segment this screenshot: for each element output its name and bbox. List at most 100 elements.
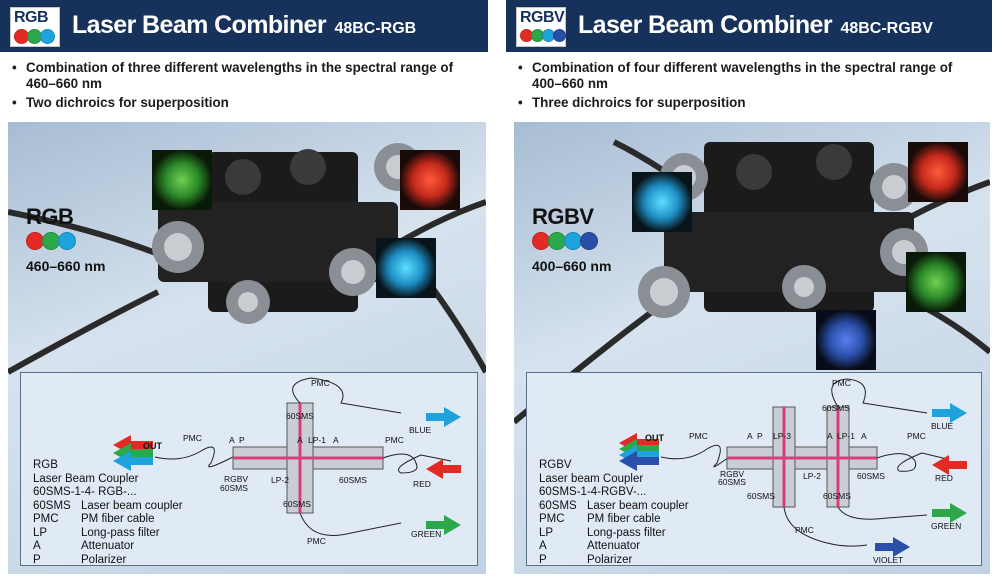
a1-label: A (747, 431, 753, 441)
rgb-schematic: OUT PMC 60SMS PMC A P A LP-1 A PMC RGBV … (20, 372, 478, 566)
legend-key: A (539, 540, 547, 552)
p1-label: P (757, 431, 763, 441)
blue-label: BLUE (409, 425, 432, 435)
blue-label: BLUE (931, 421, 954, 431)
green-input-arrow (426, 515, 461, 535)
red-beam-spot (908, 142, 968, 202)
legend-key: 60SMS (33, 499, 71, 512)
legend-key: 60SMS (539, 499, 577, 512)
rgb-feature-1: Combination of three different wavelengt… (12, 60, 478, 92)
blue-beam-spot (376, 238, 436, 298)
blue-dot-icon (58, 232, 76, 250)
a1-label: A (229, 435, 235, 445)
a2-label: A (827, 431, 833, 441)
green-input-arrow (932, 503, 967, 523)
legend-key: LP (33, 526, 48, 539)
rgbv-header: RGBV Laser Beam Combiner 48BC-RGBV (506, 0, 992, 52)
rgbv-schematic: OUT PMC 60SMS PMC A P LP-3 A LP-1 A PMC … (526, 372, 982, 566)
a3-label: A (861, 431, 867, 441)
sms-left-label: 60SMS (718, 477, 746, 487)
pmc-right-label: PMC (907, 431, 926, 441)
rgbv-side-code: RGBV (532, 204, 594, 229)
legend-row: A Attenuator (539, 540, 689, 554)
rgb-product-photo: RGB 460–660 nm (8, 122, 486, 574)
rgb-side-code: RGB (26, 204, 74, 229)
rgb-title: Laser Beam Combiner 48BC-RGB (72, 11, 416, 40)
legend-key: A (33, 540, 41, 552)
p1-label: P (239, 435, 245, 445)
pmc-left-label: PMC (689, 431, 708, 441)
rgb-feature-list: Combination of three different wavelengt… (12, 60, 478, 114)
rgbv-title-model: 48BC-RGBV (840, 20, 933, 37)
rgb-schematic-drawing (113, 377, 461, 536)
rgbv-title-main: Laser Beam Combiner (578, 11, 833, 39)
legend-row: PMC PM fiber cable (33, 513, 183, 527)
green-label: GREEN (931, 521, 962, 531)
legend-value: Polarizer (81, 553, 127, 566)
violet-beam-spot (816, 310, 876, 370)
red-label: RED (413, 479, 431, 489)
rgb-badge: RGB (10, 7, 60, 47)
legend-key: PMC (33, 513, 59, 525)
blue-dot-icon (40, 29, 55, 44)
rgb-title-main: Laser Beam Combiner (72, 11, 327, 39)
violet-input-arrow (875, 537, 910, 557)
violet-dot-icon (580, 232, 598, 250)
legend-key: P (539, 553, 547, 566)
legend-value: Laser beam coupler (81, 499, 183, 512)
legend-key: P (33, 553, 41, 566)
lp1-label: LP-1 (837, 431, 855, 441)
legend-line-2: Laser Beam Coupler (33, 472, 139, 485)
green-beam-spot (906, 252, 966, 312)
rgb-color-dots (14, 29, 55, 45)
pmc-top-label: PMC (311, 378, 330, 388)
lp1-label: LP-1 (308, 435, 326, 445)
lp2-label: LP-2 (803, 471, 821, 481)
legend-title: RGB (33, 459, 58, 471)
sms-top-label: 60SMS (822, 403, 850, 413)
legend-value: Attenuator (587, 540, 641, 552)
red-input-arrow (426, 459, 461, 479)
green-beam-spot (152, 150, 212, 210)
pmc-bottom-label: PMC (795, 525, 814, 535)
rgbv-feature-list: Combination of four different wavelength… (518, 60, 982, 114)
rgb-panel: RGB Laser Beam Combiner 48BC-RGB Combina… (0, 0, 488, 587)
rgb-device-illustration (8, 143, 486, 375)
rgbv-legend: RGBV Laser beam Coupler 60SMS-1-4-RGBV-.… (539, 459, 689, 567)
rgb-side-badge: RGB (26, 204, 76, 250)
legend-value: Long-pass filter (587, 526, 666, 539)
blue-input-arrow (932, 403, 967, 423)
legend-row: LP Long-pass filter (539, 527, 689, 541)
red-beam-spot (400, 150, 460, 210)
violet-label: VIOLET (873, 555, 904, 565)
pmc-top-label: PMC (832, 378, 851, 388)
rgb-legend: RGB Laser Beam Coupler 60SMS-1-4- RGB-..… (33, 459, 183, 567)
legend-key: PMC (539, 513, 565, 525)
rgbv-badge: RGBV (516, 7, 566, 47)
blue-input-arrow (426, 407, 461, 427)
out-arrow-icon (113, 435, 153, 471)
a3-label: A (333, 435, 339, 445)
rgbv-label: RGBV (224, 474, 249, 484)
legend-value: PM fiber cable (81, 513, 155, 525)
sms-right-label: 60SMS (339, 475, 367, 485)
rgbv-panel: RGBV Laser Beam Combiner 48BC-RGBV Combi… (506, 0, 992, 587)
legend-row: A Attenuator (33, 540, 183, 554)
legend-line-3: 60SMS-1-4- RGB-... (33, 486, 137, 498)
rgbv-product-photo: RGBV 400–660 nm (514, 122, 990, 574)
a2-label: A (297, 435, 303, 445)
red-label: RED (935, 473, 953, 483)
red-input-arrow (932, 455, 967, 475)
rgb-wavelength-range: 460–660 nm (26, 258, 106, 274)
rgbv-title: Laser Beam Combiner 48BC-RGBV (578, 11, 933, 40)
sms-bottom-1-label: 60SMS (747, 491, 775, 501)
legend-value: Attenuator (81, 540, 135, 552)
pmc-left-label: PMC (183, 433, 202, 443)
legend-line-3: 60SMS-1-4-RGBV-... (539, 486, 647, 498)
legend-key: LP (539, 526, 554, 539)
rgbv-color-dots (520, 29, 566, 45)
